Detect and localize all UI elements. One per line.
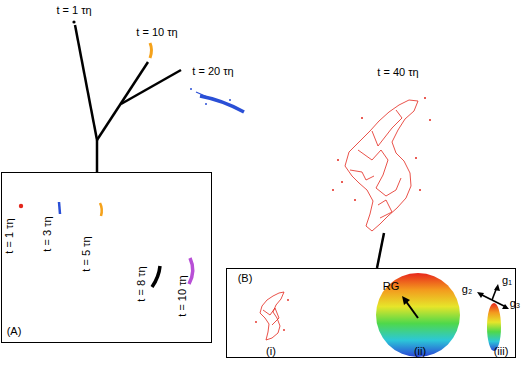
time-label: t = 8 τη — [135, 266, 147, 301]
panel-box: (B)(i)(ii)(iii)RGg₂g₁g₃ — [226, 268, 516, 358]
time-label: t = 10 τη — [136, 26, 177, 38]
panel-label: (iii) — [494, 345, 509, 357]
axes — [480, 287, 506, 307]
panel-label: (ii) — [414, 345, 426, 357]
panel-label: g₁ — [502, 274, 512, 286]
time-label: t = 1 τη — [3, 218, 15, 253]
panel-label: (B) — [238, 272, 253, 284]
red-blob — [19, 204, 23, 208]
purple-blob — [189, 258, 193, 284]
time-label: t = 5 τη — [80, 236, 92, 271]
panel-label: g₂ — [462, 283, 472, 295]
red-dots — [255, 299, 289, 331]
time-label: t = 20 τη — [192, 65, 233, 77]
tree-lines — [75, 25, 181, 172]
red-dots — [332, 97, 431, 201]
red-cloud-small — [260, 292, 284, 340]
panel-label: (A) — [7, 325, 22, 337]
ellipsoid — [487, 303, 501, 351]
panel-box: t = 1 τη t = 3 τη t = 5 τη t = 8 τη t = 10 τ… — [1, 172, 212, 343]
time-label: t = 3 τη — [41, 216, 53, 251]
blue-blob — [59, 202, 60, 214]
time-label: t = 1 τη — [56, 4, 91, 16]
radius-arrow — [405, 300, 418, 318]
gyration-sphere — [376, 273, 460, 357]
time-label: t = 10 τη — [176, 275, 188, 316]
orange-blob — [100, 203, 102, 216]
red-cloud — [345, 100, 418, 231]
panel-label: RG — [383, 280, 400, 292]
axis-heads — [477, 284, 509, 309]
orange-blob — [150, 43, 152, 58]
black-blob — [152, 266, 160, 287]
blue-cloud — [190, 88, 244, 112]
arrow-head — [402, 296, 410, 305]
panel-label: g₃ — [510, 297, 521, 309]
particle-dot — [72, 20, 75, 23]
leader-line — [377, 233, 384, 268]
time-label: t = 40 τη — [377, 66, 418, 78]
panel-label: (i) — [266, 345, 276, 357]
